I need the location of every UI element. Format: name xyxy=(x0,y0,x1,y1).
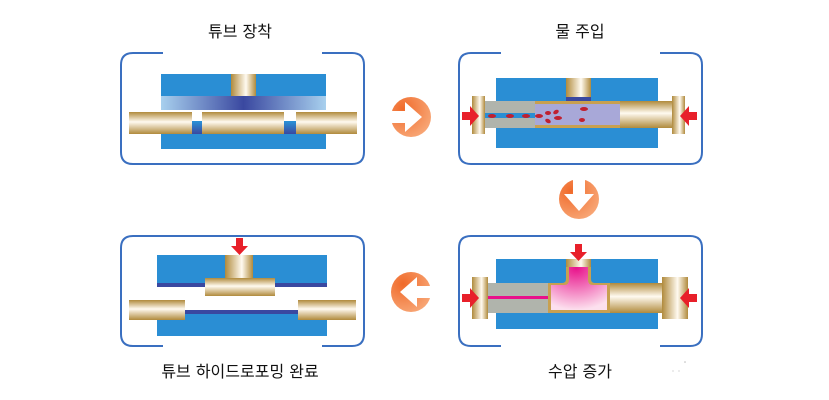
frame xyxy=(458,235,703,347)
frame xyxy=(120,52,365,165)
panel-pressure-increase xyxy=(458,235,703,347)
decorative-dots xyxy=(672,361,686,372)
flow-arrow-down xyxy=(559,179,599,219)
arrow-left-icon xyxy=(400,277,431,307)
gap-seal xyxy=(192,122,202,134)
punch xyxy=(231,74,256,96)
step-label-water-injection: 물 주입 xyxy=(555,22,605,41)
gap-seal xyxy=(284,122,296,134)
punch-seal xyxy=(566,97,591,101)
panel-tube-mounting xyxy=(120,52,365,165)
pressurized-fluid xyxy=(551,263,607,310)
water-droplets xyxy=(488,107,588,124)
arrow-down-icon xyxy=(564,179,594,211)
punch xyxy=(566,78,591,100)
formed-tee-body xyxy=(205,278,275,296)
force-arrow-right xyxy=(462,106,479,126)
flow-arrow-left xyxy=(391,272,431,312)
tube-left xyxy=(129,112,192,134)
frame xyxy=(458,52,703,165)
flow-arrow-right xyxy=(391,97,431,137)
step-label-tube-mounting: 튜브 장착 xyxy=(208,22,272,41)
tube-left xyxy=(129,300,185,320)
tube-middle xyxy=(202,112,284,134)
force-arrow-down xyxy=(570,244,587,261)
panel-hydroforming-complete xyxy=(120,235,365,347)
lower-die-edge xyxy=(185,310,300,314)
axial-punch-right xyxy=(610,283,668,313)
force-arrow-left xyxy=(680,106,697,126)
panel-water-injection xyxy=(458,52,703,165)
formed-tee-branch xyxy=(225,255,253,280)
tube-right xyxy=(298,300,356,320)
frame xyxy=(120,235,365,347)
pressure-channel xyxy=(485,296,548,299)
force-arrow-right xyxy=(462,288,479,308)
arrow-right-icon xyxy=(391,102,422,132)
tube-right xyxy=(296,112,357,134)
flange-left xyxy=(472,277,488,319)
force-arrow-down xyxy=(231,238,248,255)
punch-top xyxy=(566,259,591,267)
step-label-hydroforming-complete: 튜브 하이드로포밍 완료 xyxy=(161,362,319,381)
flange-left xyxy=(472,96,485,134)
axial-punch-right xyxy=(620,101,678,128)
die-cavity xyxy=(161,96,326,110)
step-label-pressure-increase: 수압 증가 xyxy=(548,362,612,381)
force-arrow-left xyxy=(680,288,697,308)
flange-right xyxy=(672,96,685,134)
